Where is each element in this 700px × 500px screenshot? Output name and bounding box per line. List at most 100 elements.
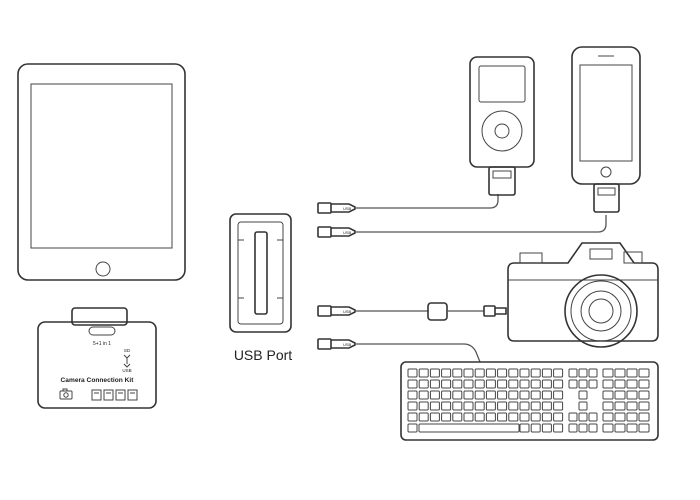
keyboard-key <box>418 401 429 411</box>
mini-usb-plug <box>483 305 496 317</box>
keyboard-key <box>614 423 626 433</box>
keyboard-key <box>519 390 530 400</box>
prism-window <box>589 248 613 260</box>
keyboard-key <box>602 423 614 433</box>
usb-cable-4: USB <box>317 338 378 350</box>
keyboard-key <box>474 379 485 389</box>
cable-to-ipod <box>378 194 499 209</box>
keyboard-key <box>541 401 552 411</box>
keyboard-key <box>638 412 650 422</box>
keyboard-key <box>530 401 541 411</box>
keyboard-key <box>429 379 440 389</box>
hub-side-label-sd: SD <box>124 348 131 353</box>
keyboard-key <box>568 379 578 389</box>
keyboard-key <box>578 390 588 400</box>
keyboard-key <box>485 368 496 378</box>
keyboard-key <box>508 390 519 400</box>
keyboard-key <box>568 412 578 422</box>
keyboard-key <box>626 368 638 378</box>
keyboard-key <box>638 401 650 411</box>
keyboard-key <box>452 412 463 422</box>
keyboard-key <box>541 368 552 378</box>
keyboard-key <box>452 401 463 411</box>
keyboard-key <box>626 379 638 389</box>
keyboard-key <box>602 379 614 389</box>
usb-port-label: USB Port <box>234 347 292 363</box>
keyboard-key <box>541 390 552 400</box>
keyboard-key <box>485 401 496 411</box>
keyboard-key <box>452 390 463 400</box>
keyboard-key <box>602 368 614 378</box>
keyboard-key <box>407 412 418 422</box>
keyboard-key <box>418 412 429 422</box>
keyboard-key <box>626 423 638 433</box>
keyboard-key <box>519 423 530 433</box>
keyboard-key <box>553 412 564 422</box>
dock-socket <box>88 326 116 336</box>
usb-cable-2: USB <box>317 226 378 238</box>
keyboard-key <box>638 368 650 378</box>
keyboard-key <box>519 401 530 411</box>
hub-body <box>37 321 157 409</box>
dock-connector-plug <box>71 307 128 326</box>
keyboard-key <box>602 390 614 400</box>
keyboard-key <box>541 412 552 422</box>
double-arrow-icon <box>123 354 131 368</box>
keyboard-key <box>508 401 519 411</box>
keyboard-key <box>553 368 564 378</box>
cable-to-iphone <box>378 215 607 233</box>
ipod-device <box>469 56 535 196</box>
keyboard-key <box>638 379 650 389</box>
hub-top-label: 5+1 in 1 <box>93 341 111 347</box>
keyboard-key <box>602 412 614 422</box>
iphone-device <box>571 46 641 213</box>
keyboard-key <box>441 390 452 400</box>
keyboard-key <box>441 401 452 411</box>
keyboard-key <box>485 379 496 389</box>
usb-cable-1: USB <box>317 202 378 214</box>
keyboard-key <box>474 390 485 400</box>
keyboard-key <box>626 390 638 400</box>
keyboard-key <box>578 368 588 378</box>
keyboard-key <box>614 379 626 389</box>
keyboard <box>400 361 659 441</box>
keyboard-key <box>588 368 598 378</box>
keyboard-key <box>553 423 564 433</box>
keyboard-key <box>626 412 638 422</box>
keyboard-key <box>452 368 463 378</box>
keyboard-key <box>497 379 508 389</box>
keyboard-key <box>441 379 452 389</box>
usb-cable-3: USB <box>317 305 378 317</box>
shutter-dial <box>519 252 543 264</box>
keyboard-key <box>578 379 588 389</box>
keyboard-key <box>474 401 485 411</box>
keyboard-key <box>418 390 429 400</box>
ms-slot <box>115 389 126 401</box>
hub-name-label: Camera Connection Kit <box>61 377 135 384</box>
keyboard-key <box>474 368 485 378</box>
keyboard-key <box>429 412 440 422</box>
keyboard-key <box>553 390 564 400</box>
keyboard-key <box>508 368 519 378</box>
keyboard-key <box>638 390 650 400</box>
keyboard-key <box>497 401 508 411</box>
keyboard-key <box>429 401 440 411</box>
keyboard-key <box>588 412 598 422</box>
keyboard-key <box>568 423 578 433</box>
keyboard-key <box>530 423 541 433</box>
keyboard-key <box>638 423 650 433</box>
camera-icon <box>59 388 73 400</box>
keyboard-key <box>463 379 474 389</box>
camera-connection-kit: 5+1 in 1 SD USB Camera Connection Kit <box>37 307 157 409</box>
m2-slot <box>127 389 138 401</box>
keyboard-key <box>578 412 588 422</box>
hub-side-label-usb: USB <box>122 368 131 373</box>
keyboard-key <box>530 379 541 389</box>
keyboard-key <box>578 401 588 411</box>
tf-slot <box>103 389 114 401</box>
keyboard-key <box>519 368 530 378</box>
keyboard-key <box>429 390 440 400</box>
keyboard-key <box>418 423 520 433</box>
keyboard-key <box>407 368 418 378</box>
tablet-device <box>17 63 186 281</box>
